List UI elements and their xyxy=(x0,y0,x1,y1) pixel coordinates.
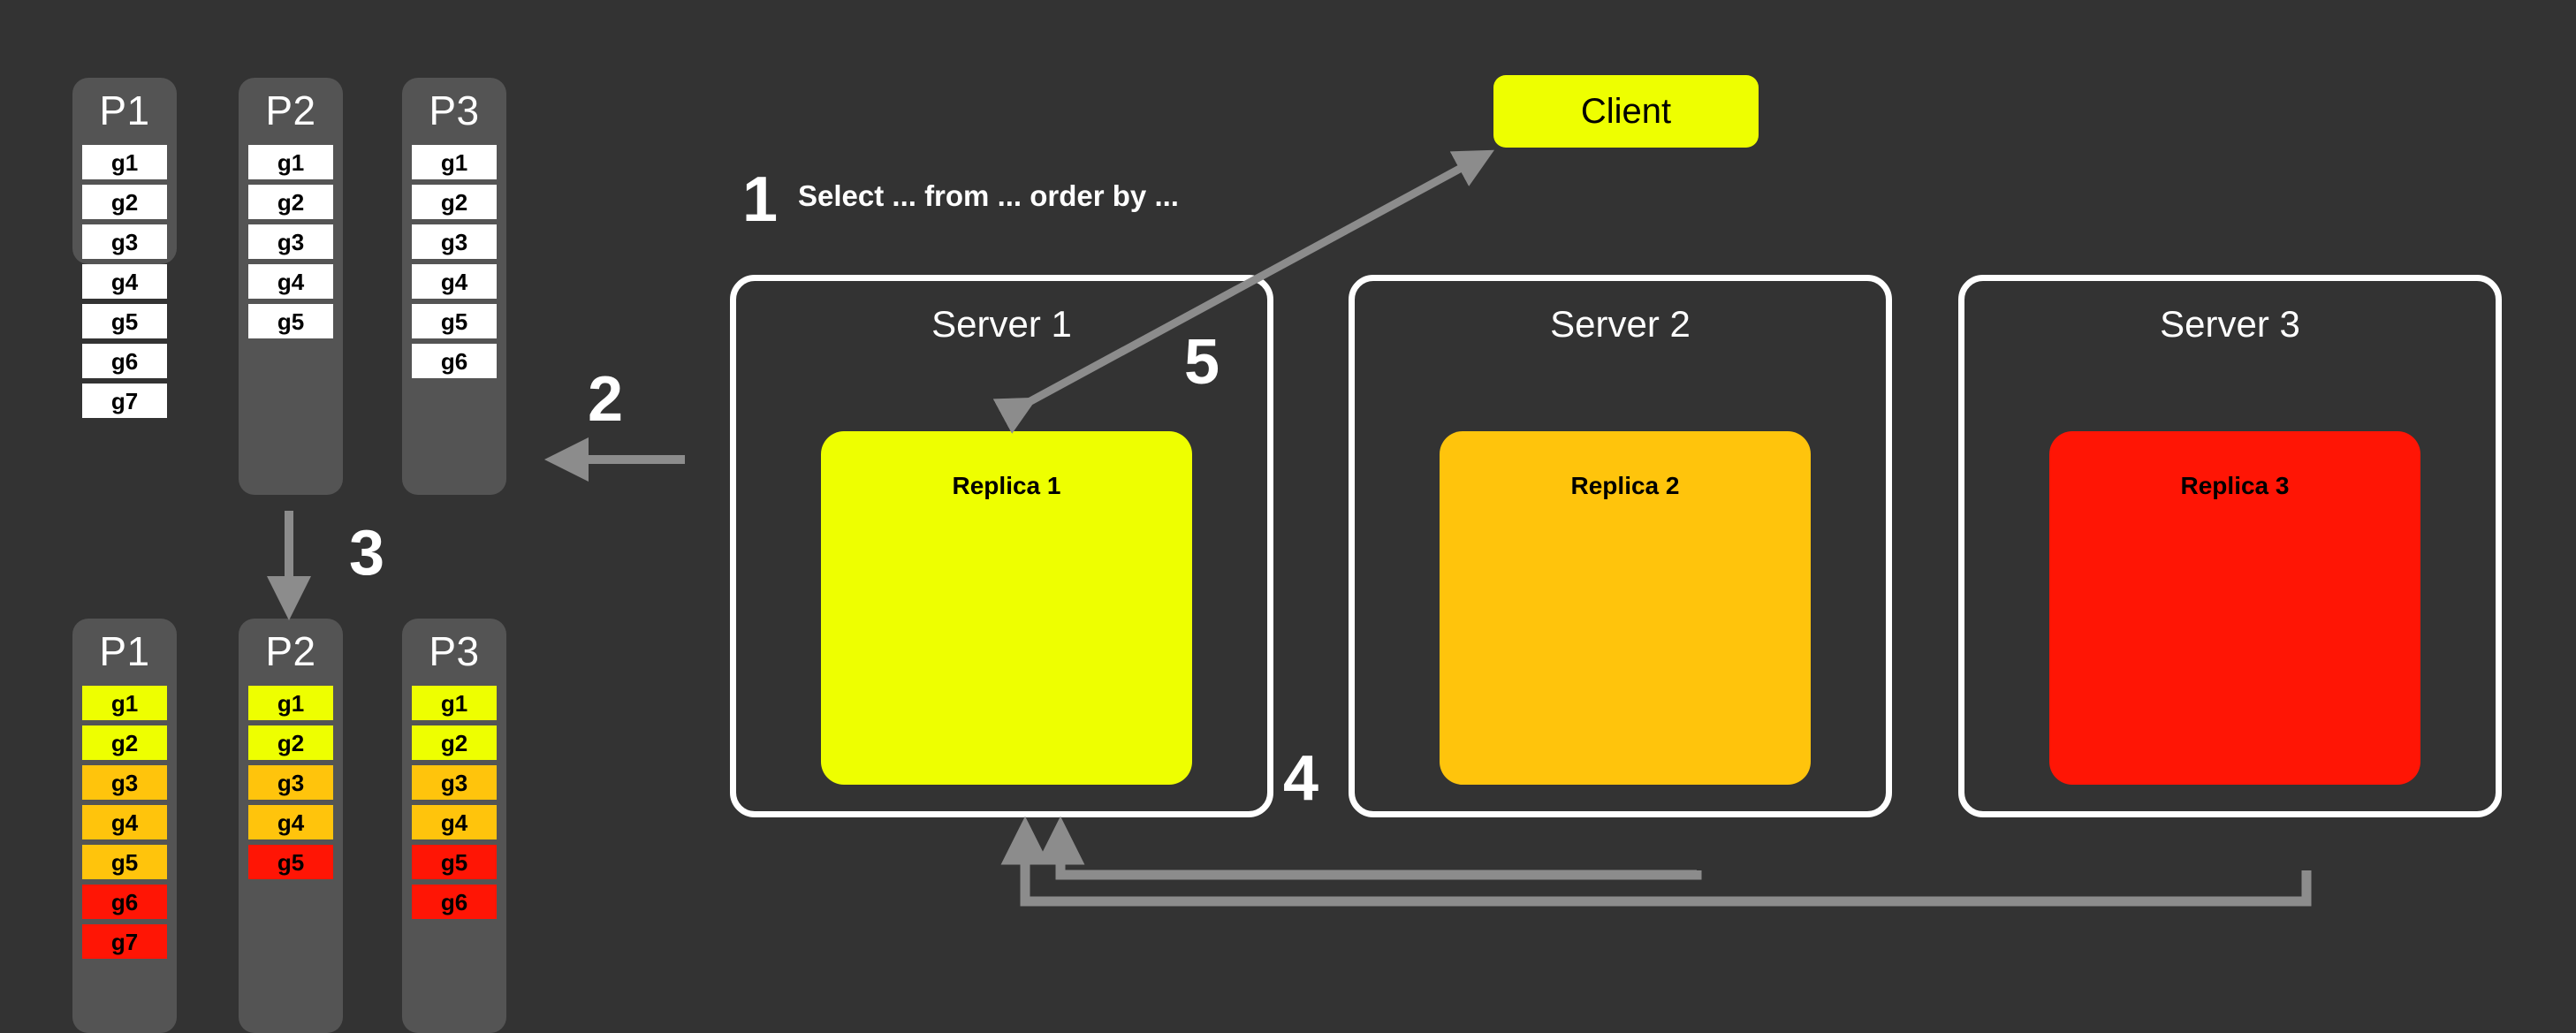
step-number-4: 4 xyxy=(1283,743,1319,814)
partition-after-p2: P2 g1 g2 g3 g4 g5 xyxy=(239,619,343,1033)
partition-cell: g5 xyxy=(248,304,333,338)
replica-2[interactable]: Replica 2 xyxy=(1440,431,1811,785)
partition-cell: g4 xyxy=(248,264,333,299)
partition-cell: g5 xyxy=(248,845,333,879)
partition-cell: g1 xyxy=(248,686,333,720)
partition-after-p3: P3 g1 g2 g3 g4 g5 g6 xyxy=(402,619,506,1033)
arrow-server3-to-server1 xyxy=(1000,816,2312,907)
partition-title: P3 xyxy=(429,628,480,674)
partition-cell: g3 xyxy=(82,224,167,259)
partition-cell: g3 xyxy=(248,765,333,800)
partition-cells: g1 g2 g3 g4 g5 g6 xyxy=(402,145,506,378)
partition-cell: g7 xyxy=(82,924,167,959)
partition-cell: g5 xyxy=(82,304,167,338)
partition-cell: g6 xyxy=(82,344,167,378)
partition-cell: g5 xyxy=(82,845,167,879)
partition-cell: g1 xyxy=(412,145,497,179)
partition-cell: g4 xyxy=(82,264,167,299)
partition-cell: g7 xyxy=(82,384,167,418)
partition-cells: g1 g2 g3 g4 g5 g6 g7 xyxy=(72,686,177,959)
query-caption: Select ... from ... order by ... xyxy=(798,179,1179,212)
replica-3[interactable]: Replica 3 xyxy=(2049,431,2420,785)
partition-cell: g4 xyxy=(82,805,167,839)
server-title: Server 2 xyxy=(1550,303,1691,345)
partition-cell: g2 xyxy=(82,185,167,219)
client-label: Client xyxy=(1580,91,1672,131)
partition-cell: g5 xyxy=(412,845,497,879)
partition-cell: g4 xyxy=(412,264,497,299)
partition-title: P2 xyxy=(265,87,316,133)
step-number-2: 2 xyxy=(588,364,624,435)
partition-cells: g1 g2 g3 g4 g5 xyxy=(239,686,343,879)
partition-cell: g6 xyxy=(82,885,167,919)
partition-title: P2 xyxy=(265,628,316,674)
partition-cell: g3 xyxy=(412,765,497,800)
partition-cell: g6 xyxy=(412,885,497,919)
partition-title: P3 xyxy=(429,87,480,133)
partition-before-p2: P2 g1 g2 g3 g4 g5 xyxy=(239,78,343,495)
partition-cell: g4 xyxy=(248,805,333,839)
replica-label: Replica 1 xyxy=(952,472,1061,499)
partition-cell: g3 xyxy=(82,765,167,800)
partition-cells: g1 g2 g3 g4 g5 g6 g7 xyxy=(72,145,177,418)
arrow-server2-to-server1 xyxy=(1036,816,1702,880)
step-number-3: 3 xyxy=(349,518,385,589)
partition-title: P1 xyxy=(99,87,150,133)
partition-before-p3: P3 g1 g2 g3 g4 g5 g6 xyxy=(402,78,506,495)
partition-cell: g3 xyxy=(248,224,333,259)
partition-cell: g1 xyxy=(82,686,167,720)
partition-title: P1 xyxy=(99,628,150,674)
replica-label: Replica 2 xyxy=(1570,472,1680,499)
partition-cells: g1 g2 g3 g4 g5 xyxy=(239,145,343,338)
replica-1[interactable]: Replica 1 xyxy=(821,431,1192,785)
step-number-1: 1 xyxy=(742,164,779,235)
partition-cell: g2 xyxy=(82,725,167,760)
partition-cell: g4 xyxy=(412,805,497,839)
partition-before-p1: P1 g1 g2 g3 g4 g5 g6 g7 xyxy=(72,78,177,418)
partition-cell: g1 xyxy=(248,145,333,179)
partition-after-p1: P1 g1 g2 g3 g4 g5 g6 g7 xyxy=(72,619,177,1033)
partition-cell: g1 xyxy=(82,145,167,179)
client-node[interactable]: Client xyxy=(1493,75,1759,148)
partition-cell: g3 xyxy=(412,224,497,259)
server-3[interactable]: Server 3 Replica 3 xyxy=(1958,275,2502,817)
partition-cell: g2 xyxy=(412,725,497,760)
partition-cell: g2 xyxy=(412,185,497,219)
partition-cell: g5 xyxy=(412,304,497,338)
server-title: Server 3 xyxy=(2160,303,2300,345)
partition-cell: g6 xyxy=(412,344,497,378)
partition-cell: g1 xyxy=(412,686,497,720)
step-number-5: 5 xyxy=(1184,327,1220,398)
partition-cell: g2 xyxy=(248,185,333,219)
partition-cells: g1 g2 g3 g4 g5 g6 xyxy=(402,686,506,919)
server-2[interactable]: Server 2 Replica 2 xyxy=(1349,275,1892,817)
partition-cell: g2 xyxy=(248,725,333,760)
replica-label: Replica 3 xyxy=(2180,472,2290,499)
